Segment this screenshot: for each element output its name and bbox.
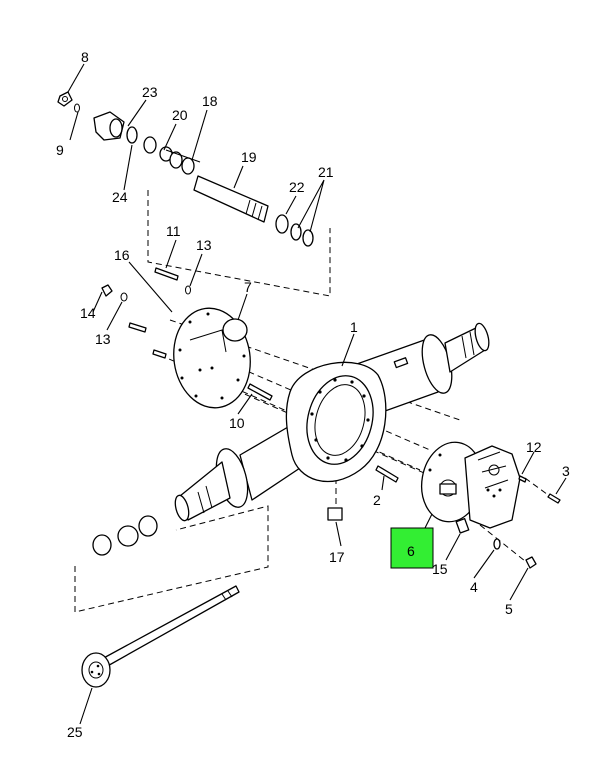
callout-13-upper[interactable]: 13 [196,237,212,253]
brake-assembly[interactable] [416,437,521,529]
callout-6[interactable]: 6 [407,543,415,559]
axle-shaft-dashed-box [74,505,269,613]
callout-13-lower[interactable]: 13 [95,331,111,347]
fasteners[interactable] [101,267,561,569]
callout-2[interactable]: 2 [373,492,381,508]
callout-4[interactable]: 4 [470,579,478,595]
callout-7[interactable]: 7 [244,279,252,295]
callout-21[interactable]: 21 [318,164,334,180]
carrier-cover-plate[interactable] [167,303,256,413]
callout-3[interactable]: 3 [562,463,570,479]
pinion-assembly-dashed-box [147,190,331,297]
callout-8[interactable]: 8 [81,49,89,65]
callout-22[interactable]: 22 [289,179,305,195]
callout-18[interactable]: 18 [202,93,218,109]
callout-9[interactable]: 9 [56,142,64,158]
highlight-box-6 [390,527,434,569]
callout-16[interactable]: 16 [114,247,130,263]
pinion-shaft-group[interactable] [57,91,314,247]
callout-1[interactable]: 1 [350,319,358,335]
callout-15[interactable]: 15 [432,561,448,577]
callout-17[interactable]: 17 [329,549,345,565]
callout-10[interactable]: 10 [229,415,245,431]
axle-shaft-group[interactable] [81,515,240,688]
callout-leaders [67,63,567,725]
callout-24[interactable]: 24 [112,189,128,205]
callout-5[interactable]: 5 [505,601,513,617]
callout-25[interactable]: 25 [67,724,83,740]
callout-12[interactable]: 12 [526,439,542,455]
callout-14[interactable]: 14 [80,305,96,321]
callout-20[interactable]: 20 [172,107,188,123]
axle-housing[interactable] [173,322,492,522]
callout-19[interactable]: 19 [241,149,257,165]
callout-labels: 1 2 3 4 5 6 7 8 9 10 11 12 13 13 14 15 1… [56,49,570,740]
callout-11[interactable]: 11 [166,223,181,239]
callout-23[interactable]: 23 [142,84,158,100]
